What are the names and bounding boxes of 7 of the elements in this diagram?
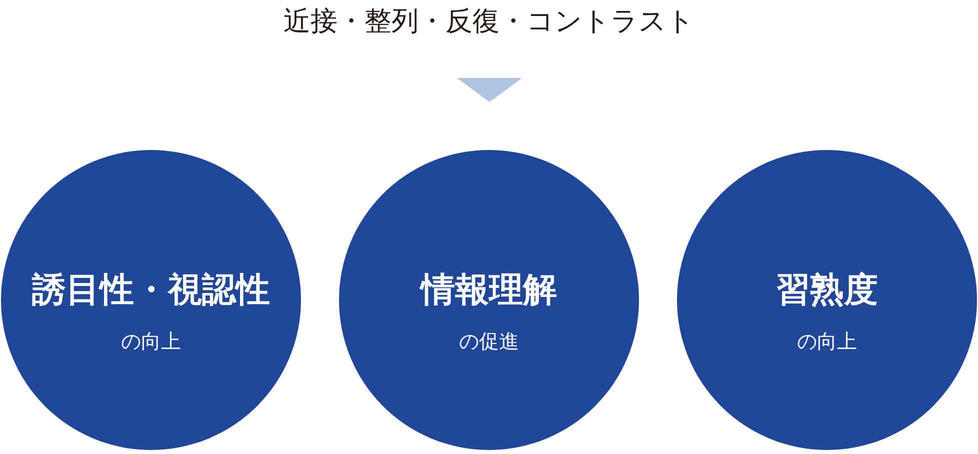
outcome-subtext: の向上: [797, 328, 857, 354]
outcome-heading: 習熟度: [776, 270, 878, 310]
outcome-subtext: の向上: [121, 328, 181, 354]
outcome-heading: 誘目性・視認性: [32, 270, 270, 310]
outcome-subtext: の促進: [459, 328, 519, 354]
diagram-title: 近接・整列・反復・コントラスト: [284, 6, 694, 37]
outcome-heading: 情報理解: [421, 270, 557, 310]
